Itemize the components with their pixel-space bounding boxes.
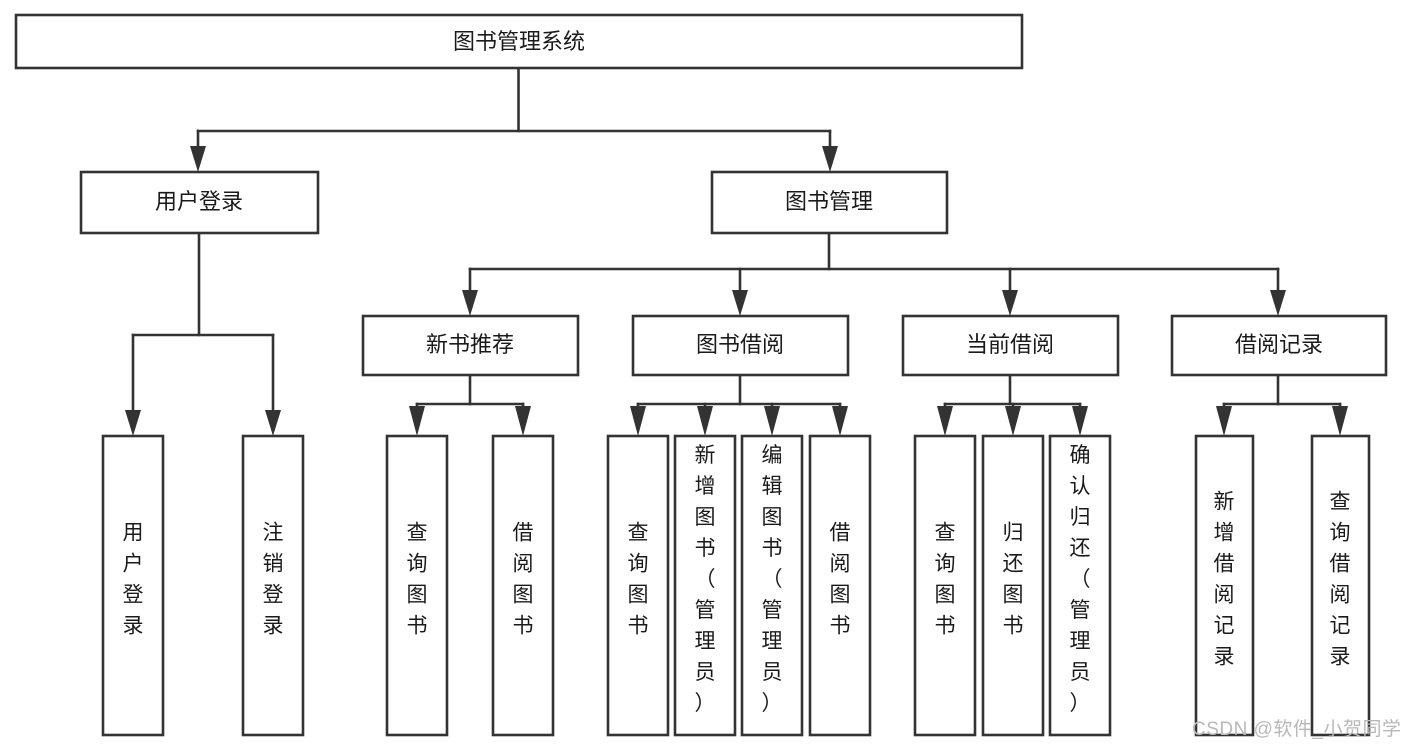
node-leaf-confirm-return-box[interactable]	[1048, 434, 1112, 737]
connector-layer	[125, 66, 1348, 436]
arrow-head-leaf-user-login	[125, 410, 141, 436]
node-leaf-query-book-3[interactable]: 查询图书	[913, 434, 977, 737]
node-book-management-box[interactable]	[710, 170, 949, 235]
node-user-login-label: 用户登录	[155, 189, 243, 214]
node-leaf-edit-book-label: 编辑图书（管理员）	[762, 444, 783, 715]
node-leaf-query-book-1-label: 查询图书	[407, 522, 428, 638]
arrow-head-leaf-confirm-return	[1072, 406, 1088, 436]
node-leaf-borrow-book-2[interactable]: 借阅图书	[808, 434, 872, 737]
node-leaf-query-record-box[interactable]	[1310, 434, 1371, 737]
node-leaf-add-book-box[interactable]	[673, 434, 737, 737]
node-leaf-query-book-2-box[interactable]	[606, 434, 670, 737]
node-leaf-borrow-book-1-label: 借阅图书	[513, 522, 534, 638]
node-leaf-query-record-label: 查询借阅记录	[1330, 491, 1351, 669]
csdn-watermark: CSDN @软件_小贺同学	[1192, 718, 1401, 740]
node-current-borrow-label: 当前借阅	[966, 332, 1054, 357]
node-book-management-label: 图书管理	[785, 189, 873, 214]
arrow-head-book-management	[822, 146, 838, 172]
arrow-head-leaf-query-record	[1332, 406, 1348, 436]
node-leaf-query-book-1-box[interactable]	[385, 434, 449, 737]
node-root[interactable]: 图书管理系统	[14, 13, 1024, 70]
arrow-head-leaf-edit-book	[764, 406, 780, 436]
node-current-borrow[interactable]: 当前借阅	[901, 314, 1120, 377]
node-root-label: 图书管理系统	[453, 29, 585, 54]
node-leaf-user-login[interactable]: 用户登录	[101, 434, 165, 737]
node-leaf-query-record[interactable]: 查询借阅记录	[1310, 434, 1371, 737]
node-leaf-edit-book-box[interactable]	[740, 434, 804, 737]
node-user-login[interactable]: 用户登录	[79, 170, 320, 235]
node-new-book-recommend-label: 新书推荐	[426, 332, 514, 357]
node-new-book-recommend[interactable]: 新书推荐	[361, 314, 580, 377]
node-leaf-add-book-label: 新增图书（管理员）	[695, 444, 716, 715]
node-leaf-query-book-2-label: 查询图书	[628, 522, 649, 638]
arrow-head-user-login	[190, 146, 206, 172]
node-new-book-recommend-box[interactable]	[361, 314, 580, 377]
node-borrow-record-label: 借阅记录	[1235, 332, 1323, 357]
node-book-management[interactable]: 图书管理	[710, 170, 949, 235]
node-leaf-borrow-book-2-box[interactable]	[808, 434, 872, 737]
node-book-borrow-label: 图书借阅	[696, 332, 784, 357]
node-leaf-user-login-label: 用户登录	[123, 522, 144, 638]
node-leaf-user-login-box[interactable]	[101, 434, 165, 737]
arrow-head-borrow-record	[1270, 290, 1286, 316]
node-root-box[interactable]	[14, 13, 1024, 70]
node-borrow-record[interactable]: 借阅记录	[1170, 314, 1388, 377]
node-leaf-logout-label: 注销登录	[263, 522, 284, 638]
node-leaf-query-book-2[interactable]: 查询图书	[606, 434, 670, 737]
node-leaf-borrow-book-1[interactable]: 借阅图书	[491, 434, 555, 737]
node-leaf-query-book-3-label: 查询图书	[935, 522, 956, 638]
arrow-head-new-book-recommend	[462, 290, 478, 316]
node-leaf-add-book[interactable]: 新增图书（管理员）	[673, 434, 737, 737]
node-leaf-return-book-box[interactable]	[981, 434, 1045, 737]
arrow-head-leaf-borrow-book-1	[515, 406, 531, 436]
arrow-head-leaf-return-book	[1005, 406, 1021, 436]
arrow-head-leaf-logout	[265, 410, 281, 436]
node-leaf-add-record-label: 新增借阅记录	[1214, 491, 1235, 669]
node-leaf-add-record-box[interactable]	[1194, 434, 1255, 737]
arrow-head-leaf-query-book-3	[937, 406, 953, 436]
node-leaf-logout-box[interactable]	[241, 434, 305, 737]
node-leaf-confirm-return-label: 确认归还（管理员）	[1070, 444, 1091, 715]
node-book-borrow[interactable]: 图书借阅	[631, 314, 850, 377]
node-leaf-query-book-1[interactable]: 查询图书	[385, 434, 449, 737]
arrow-head-book-borrow	[732, 290, 748, 316]
node-leaf-query-book-3-box[interactable]	[913, 434, 977, 737]
node-leaf-edit-book[interactable]: 编辑图书（管理员）	[740, 434, 804, 737]
node-leaf-add-record[interactable]: 新增借阅记录	[1194, 434, 1255, 737]
node-leaf-return-book[interactable]: 归还图书	[981, 434, 1045, 737]
arrow-head-leaf-query-book-1	[409, 406, 425, 436]
node-leaf-borrow-book-2-label: 借阅图书	[830, 522, 851, 638]
node-leaf-borrow-book-1-box[interactable]	[491, 434, 555, 737]
node-leaf-confirm-return[interactable]: 确认归还（管理员）	[1048, 434, 1112, 737]
node-borrow-record-box[interactable]	[1170, 314, 1388, 377]
node-leaf-return-book-label: 归还图书	[1003, 522, 1024, 638]
arrow-head-leaf-borrow-book-2	[832, 406, 848, 436]
node-current-borrow-box[interactable]	[901, 314, 1120, 377]
node-book-borrow-box[interactable]	[631, 314, 850, 377]
node-user-login-box[interactable]	[79, 170, 320, 235]
arrow-head-current-borrow	[1002, 290, 1018, 316]
arrow-head-leaf-add-book	[697, 406, 713, 436]
node-leaf-logout[interactable]: 注销登录	[241, 434, 305, 737]
arrow-head-leaf-query-book-2	[630, 406, 646, 436]
arrow-head-leaf-add-record	[1216, 406, 1232, 436]
